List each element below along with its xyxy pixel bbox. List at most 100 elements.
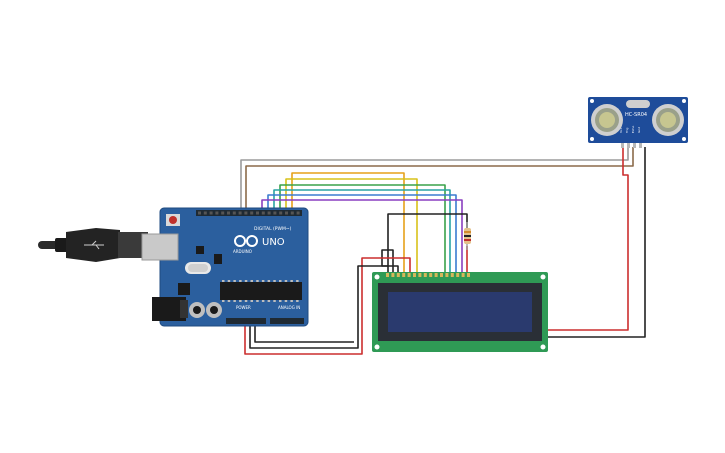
wire-orange[interactable] xyxy=(291,172,405,274)
chip-leg xyxy=(233,280,236,282)
lcd-pin-header xyxy=(386,273,470,277)
chip-leg xyxy=(222,280,225,282)
lcd-pin[interactable] xyxy=(456,273,460,277)
arduino-uno[interactable]: DIGITAL (PWM~) UNO ARDUINO POWER ANALOG … xyxy=(141,207,309,327)
lcd-pin[interactable] xyxy=(423,273,427,277)
digital-pin-hole[interactable] xyxy=(238,211,242,215)
digital-pin-hole[interactable] xyxy=(279,211,283,215)
wire-red-power-loop[interactable] xyxy=(244,257,411,355)
pin-label-gnd: Gnd xyxy=(637,127,641,133)
sensor-pins[interactable] xyxy=(621,143,642,148)
digital-pin-hole[interactable] xyxy=(290,211,294,215)
chip-leg xyxy=(227,300,231,302)
digital-pin-hole[interactable] xyxy=(244,211,248,215)
chip-leg xyxy=(250,280,253,282)
brand-label: ARDUINO xyxy=(233,249,252,254)
wire-black-lcd-2[interactable] xyxy=(381,249,399,274)
digital-pin-hole[interactable] xyxy=(215,211,219,215)
sensor-pin-labels: Vcc Trig Echo Gnd xyxy=(619,126,641,134)
lcd-pin[interactable] xyxy=(418,273,422,277)
wire-blue[interactable] xyxy=(267,194,457,274)
digital-pin-hole[interactable] xyxy=(261,211,265,215)
wire-teal[interactable] xyxy=(273,189,451,274)
digital-header-label: DIGITAL (PWM~) xyxy=(254,226,292,232)
lcd-pin[interactable] xyxy=(450,273,454,277)
lcd-16x2[interactable] xyxy=(372,272,548,352)
chip-leg xyxy=(239,280,242,282)
lcd-pin[interactable] xyxy=(402,273,406,277)
receiver-icon xyxy=(652,104,684,136)
digital-pin-hole[interactable] xyxy=(227,211,230,215)
digital-pin-hole[interactable] xyxy=(221,211,225,215)
wire-gray-trig[interactable] xyxy=(240,147,629,212)
chip-leg xyxy=(256,300,259,302)
usb-cable[interactable] xyxy=(38,228,148,262)
lcd-pin[interactable] xyxy=(467,273,470,277)
arduino-logo-icon xyxy=(234,235,258,247)
pin-label-echo: Echo xyxy=(631,126,635,133)
lcd-pin[interactable] xyxy=(429,273,433,277)
chip-leg xyxy=(273,300,276,302)
power-label: POWER xyxy=(236,305,251,310)
chip-leg xyxy=(267,280,271,282)
wire-brown-echo[interactable] xyxy=(245,147,634,212)
chip-leg xyxy=(284,300,288,302)
lcd-pin[interactable] xyxy=(413,273,416,277)
wire-black-gnd[interactable] xyxy=(548,147,646,338)
chip-leg xyxy=(290,300,293,302)
digital-pin-hole[interactable] xyxy=(273,211,277,215)
power-header[interactable] xyxy=(226,318,266,324)
lcd-pin[interactable] xyxy=(391,273,395,277)
chip-leg xyxy=(296,300,299,302)
chip-leg xyxy=(244,280,248,282)
lcd-pin[interactable] xyxy=(396,273,400,277)
usb-icon xyxy=(84,240,104,250)
lcd-pin[interactable] xyxy=(445,273,449,277)
pin-label-trig: Trig xyxy=(625,128,629,134)
analog-header[interactable] xyxy=(270,318,304,324)
digital-pin-hole[interactable] xyxy=(232,211,236,215)
chip-leg xyxy=(261,300,265,302)
digital-pin-hole[interactable] xyxy=(250,211,254,215)
analog-label: ANALOG IN xyxy=(278,305,300,310)
chip-legs xyxy=(222,280,299,302)
lcd-pin[interactable] xyxy=(386,273,389,277)
chip-leg xyxy=(279,300,282,302)
wires xyxy=(240,147,646,355)
usb-port[interactable] xyxy=(141,233,179,261)
resistor[interactable] xyxy=(464,222,471,250)
digital-pin-hole[interactable] xyxy=(209,211,213,215)
chip-leg xyxy=(279,280,282,282)
digital-pin-hole[interactable] xyxy=(296,211,300,215)
chip-leg xyxy=(250,300,253,302)
pin-label-vcc: Vcc xyxy=(619,127,623,133)
wire-red-vcc[interactable] xyxy=(548,147,629,331)
voltage-regulator xyxy=(178,283,190,295)
chip-leg xyxy=(233,300,236,302)
transmitter-icon xyxy=(591,104,623,136)
wire-black-ground-loop-2[interactable] xyxy=(254,320,354,343)
wire-black-lcd-top[interactable] xyxy=(387,213,468,274)
digital-pin-hole[interactable] xyxy=(203,211,207,215)
digital-header[interactable] xyxy=(196,210,302,216)
chip-leg xyxy=(261,280,265,282)
wire-green[interactable] xyxy=(279,184,446,274)
digital-pin-hole[interactable] xyxy=(285,211,288,215)
board-label: UNO xyxy=(262,237,285,248)
hc-sr04-sensor[interactable]: HC-SR04 Vcc Trig Echo Gnd xyxy=(588,97,688,148)
lcd-pin[interactable] xyxy=(440,273,443,277)
lcd-pin[interactable] xyxy=(407,273,411,277)
digital-pin-hole[interactable] xyxy=(198,211,201,215)
lcd-mount-holes xyxy=(374,274,546,350)
chip-leg xyxy=(239,300,242,302)
digital-pin-hole[interactable] xyxy=(256,211,259,215)
digital-pin-hole[interactable] xyxy=(267,211,271,215)
chip-leg xyxy=(227,280,231,282)
sensor-model-label: HC-SR04 xyxy=(625,112,647,118)
wire-purple[interactable] xyxy=(261,199,463,274)
lcd-screen xyxy=(388,292,532,332)
lcd-pin[interactable] xyxy=(461,273,465,277)
wire-black-ground-loop[interactable] xyxy=(249,265,388,349)
lcd-pin[interactable] xyxy=(434,273,438,277)
